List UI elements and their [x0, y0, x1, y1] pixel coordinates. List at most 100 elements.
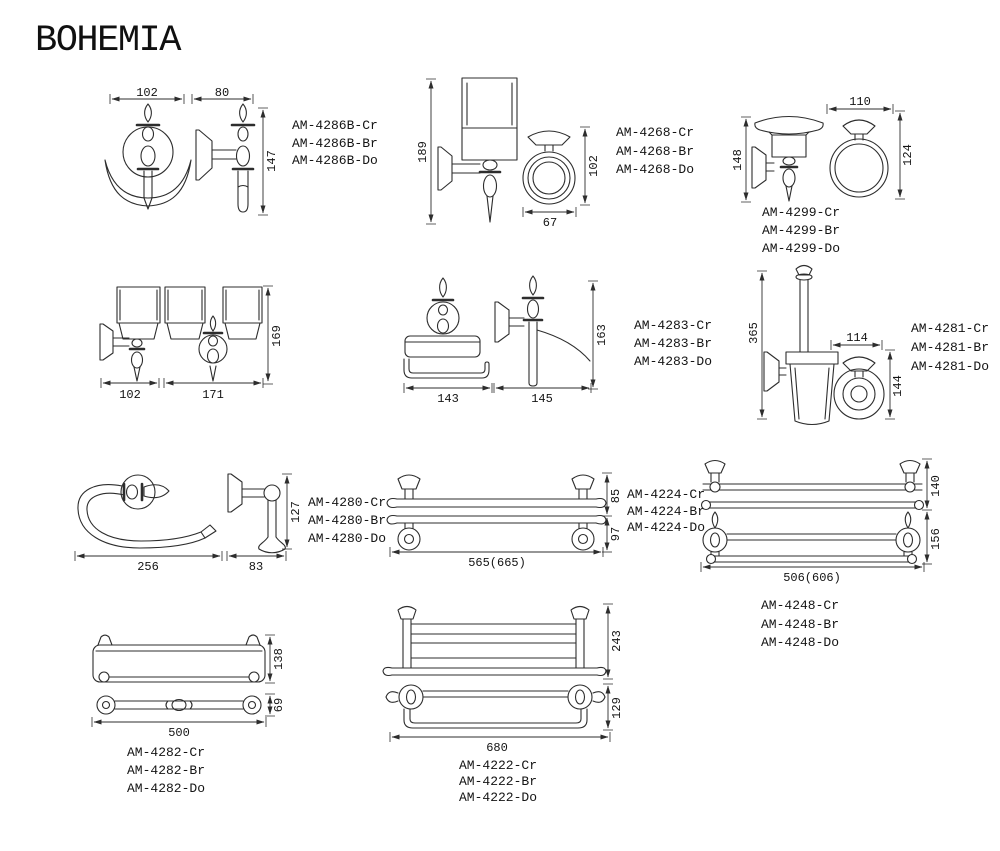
dim-label: 147	[265, 150, 279, 172]
product-code: AM-4283-Do	[634, 354, 713, 369]
rack-top-view	[382, 605, 607, 677]
product-codes-am-4280: AM-4280-Cr AM-4280-Br AM-4280-Do	[308, 494, 386, 548]
tumbler-ring-view	[522, 130, 576, 205]
shelf-bottom-view	[96, 695, 262, 715]
product-codes-am-4299: AM-4299-Cr AM-4299-Br AM-4299-Do	[762, 204, 840, 258]
dim-label: 256	[137, 560, 159, 574]
dim-side-width: 80	[191, 86, 254, 104]
dim-front-height: 156	[922, 511, 943, 565]
product-code: AM-4282-Cr	[127, 745, 206, 760]
product-code: AM-4280-Br	[308, 513, 387, 528]
product-code: AM-4268-Do	[616, 162, 695, 177]
dim-ring-width: 67	[522, 207, 577, 230]
product-code: AM-4281-Do	[911, 359, 990, 374]
soap-dish-ring-view	[829, 119, 889, 198]
brand-logo: BOHEMIA	[35, 20, 181, 62]
dim-width: 500	[91, 717, 267, 740]
product-code: AM-4268-Br	[616, 143, 695, 159]
dim-label: 680	[486, 741, 508, 755]
dim-label: 163	[595, 324, 609, 346]
product-code: AM-4299-Do	[762, 241, 841, 256]
dim-label: 243	[610, 630, 624, 652]
product-code: AM-4286B-Cr	[292, 118, 378, 133]
dim-label: 85	[609, 489, 623, 503]
product-code: AM-4281-Cr	[911, 321, 990, 336]
dim-label: 189	[416, 141, 430, 163]
product-codes-am-4282: AM-4282-Cr AM-4282-Br AM-4282-Do	[127, 744, 205, 798]
product-code: AM-4299-Br	[762, 223, 841, 238]
dim-label: 102	[119, 388, 141, 402]
hook-side-view	[195, 103, 256, 213]
dim-width: 110	[826, 95, 894, 114]
product-code: AM-4280-Do	[308, 531, 387, 546]
dim-label: 506(606)	[783, 571, 841, 585]
hook-front-view	[104, 103, 192, 210]
product-code: AM-4281-Br	[911, 340, 990, 355]
dim-side-width: 102	[100, 378, 160, 402]
product-code: AM-4286B-Br	[292, 135, 378, 151]
product-code: AM-4248-Do	[760, 635, 839, 650]
dim-front-width: 143	[403, 383, 493, 406]
dim-label: 169	[270, 325, 284, 347]
drawing-am-4282: 138 69 500	[91, 634, 286, 740]
dim-top-height: 243	[603, 603, 624, 680]
dim-side-height: 148	[731, 116, 751, 203]
double-tumbler-front-view	[164, 286, 263, 382]
toilet-brush-side-view	[763, 264, 839, 426]
dim-label: 156	[929, 528, 943, 550]
dim-label: 148	[731, 149, 745, 171]
paper-holder-side-view	[494, 275, 591, 387]
dim-height: 169	[263, 285, 284, 385]
dim-width: 506(606)	[700, 562, 925, 585]
drawing-am-4248: 140 156 506(606)	[700, 458, 943, 585]
dim-label: 129	[610, 697, 624, 719]
towel-ring-front-view	[77, 474, 217, 549]
product-code: AM-4268-Cr	[616, 125, 695, 140]
drawing-am-4281: 365 114 144	[747, 264, 905, 426]
product-code: AM-4282-Do	[127, 781, 206, 796]
double-tumbler-side-view	[99, 286, 161, 382]
dim-label: 67	[543, 216, 557, 230]
dim-width: 565(665)	[389, 547, 604, 570]
product-codes-am-4224: AM-4224-Cr AM-4224-Br AM-4224-Do	[627, 487, 705, 537]
drawing-am-4299: 110 148 124	[731, 95, 915, 203]
dim-label: 80	[215, 86, 229, 100]
towel-ring-side-view	[227, 473, 286, 554]
dim-height: 365	[747, 270, 767, 420]
dim-label: 138	[272, 648, 286, 670]
dim-ring-height: 102	[580, 126, 601, 206]
tumbler-side-view	[437, 77, 518, 223]
product-code: AM-4222-Do	[458, 790, 537, 805]
dim-side-width: 83	[226, 551, 287, 574]
product-code: AM-4248-Cr	[760, 598, 839, 613]
dim-bottom-height: 69	[265, 693, 286, 717]
product-codes-am-4281: AM-4281-Cr AM-4281-Br AM-4281-Do	[911, 319, 989, 376]
product-code: AM-4286B-Do	[292, 153, 378, 168]
dim-front-width: 171	[163, 378, 264, 402]
dim-label: 114	[846, 331, 868, 345]
rack-front-view	[385, 684, 606, 729]
product-codes-am-4268: AM-4268-Cr AM-4268-Br AM-4268-Do	[616, 124, 694, 180]
drawing-am-4268: 189 102 67	[416, 77, 601, 230]
dim-label: 565(665)	[468, 556, 526, 570]
drawing-am-4224: 85 97 565(665)	[386, 472, 623, 570]
product-codes-am-4283: AM-4283-Cr AM-4283-Br AM-4283-Do	[634, 317, 712, 371]
dim-label: 140	[929, 475, 943, 497]
dim-top-height: 85	[602, 472, 623, 517]
dim-front-height: 129	[603, 683, 624, 731]
towel-bar-front-view	[386, 514, 607, 551]
dim-label: 365	[747, 322, 761, 344]
dim-side-width: 145	[493, 383, 592, 406]
dim-label: 145	[531, 392, 553, 406]
dim-height: 127	[282, 473, 303, 550]
dim-label: 97	[609, 527, 623, 541]
product-code: AM-4248-Br	[760, 616, 839, 632]
dim-label: 124	[901, 144, 915, 166]
drawing-am-4286b: 102 80 147	[104, 86, 279, 216]
toilet-brush-ring-view	[833, 356, 885, 420]
product-code: AM-4282-Br	[127, 763, 206, 778]
product-codes-am-4286b: AM-4286B-Cr AM-4286B-Br AM-4286B-Do	[292, 117, 378, 170]
product-code: AM-4283-Cr	[634, 318, 713, 333]
dim-label: 144	[891, 375, 905, 397]
